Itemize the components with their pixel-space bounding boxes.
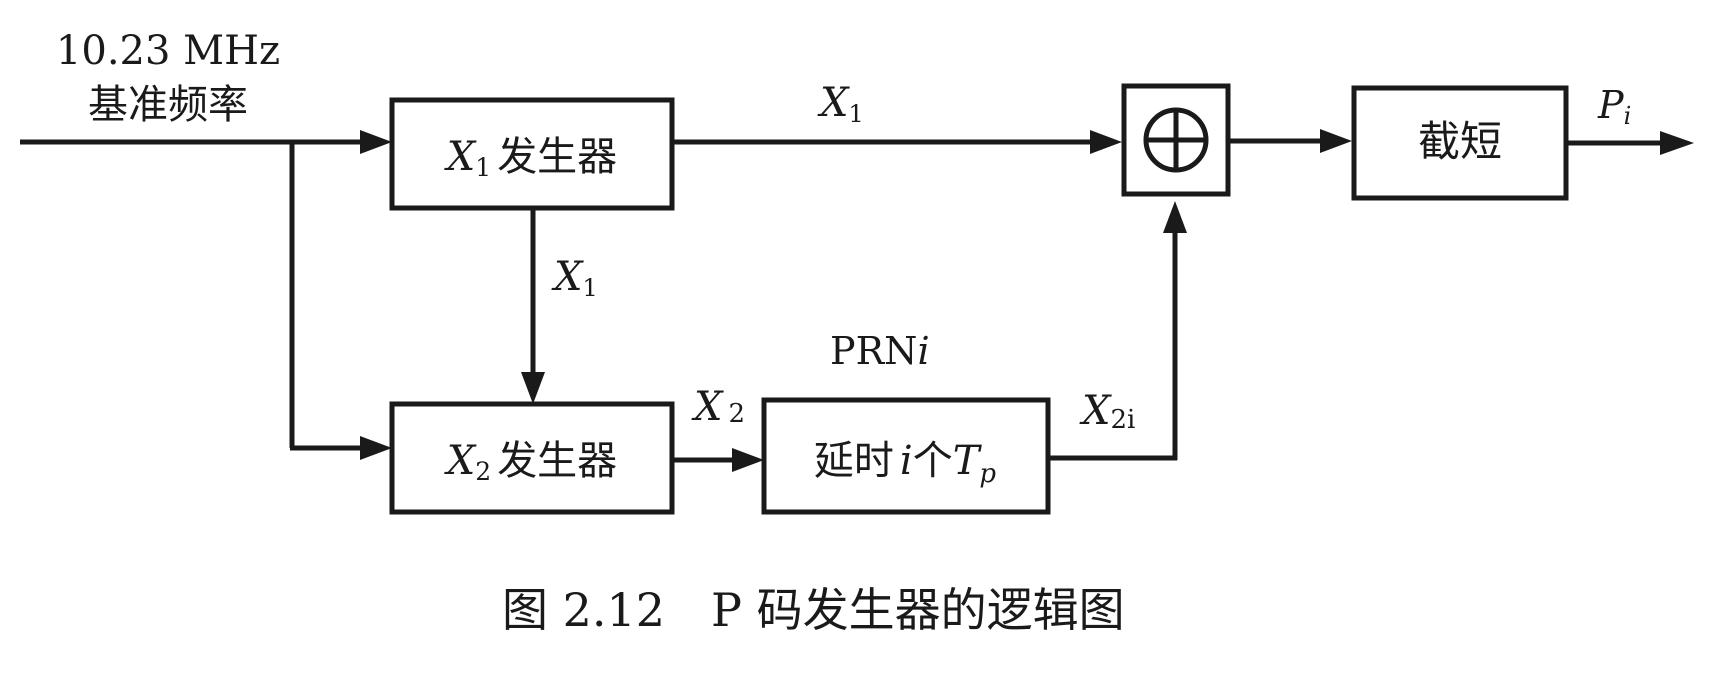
arrow-output	[1660, 131, 1694, 155]
arrow-into-truncate	[1320, 129, 1352, 153]
x2-generator-block	[389, 401, 675, 515]
signal-prn: PRNi	[830, 329, 930, 373]
arrow-into-x2-gen	[360, 436, 392, 460]
signal-x1-down: X1	[551, 254, 598, 302]
signal-x2i: X2i	[1079, 388, 1135, 435]
truncate-label: 截短	[1418, 117, 1502, 166]
signal-x1-top: X1	[817, 80, 864, 128]
input-name: 基准频率	[88, 82, 248, 128]
arrow-into-x2-gen-top	[521, 372, 545, 404]
input-frequency: 10.23 MHz	[56, 28, 280, 74]
arrow-into-delay	[732, 448, 764, 472]
x1-generator-block	[389, 97, 675, 211]
circled-plus-icon	[1143, 107, 1209, 173]
arrow-into-x1-gen	[360, 130, 392, 154]
signal-output: Pi	[1597, 83, 1631, 130]
arrow-into-xor	[1090, 130, 1122, 154]
delay-block	[761, 397, 1051, 515]
truncate-block	[1351, 85, 1569, 201]
arrow-into-xor-bottom	[1163, 201, 1187, 233]
